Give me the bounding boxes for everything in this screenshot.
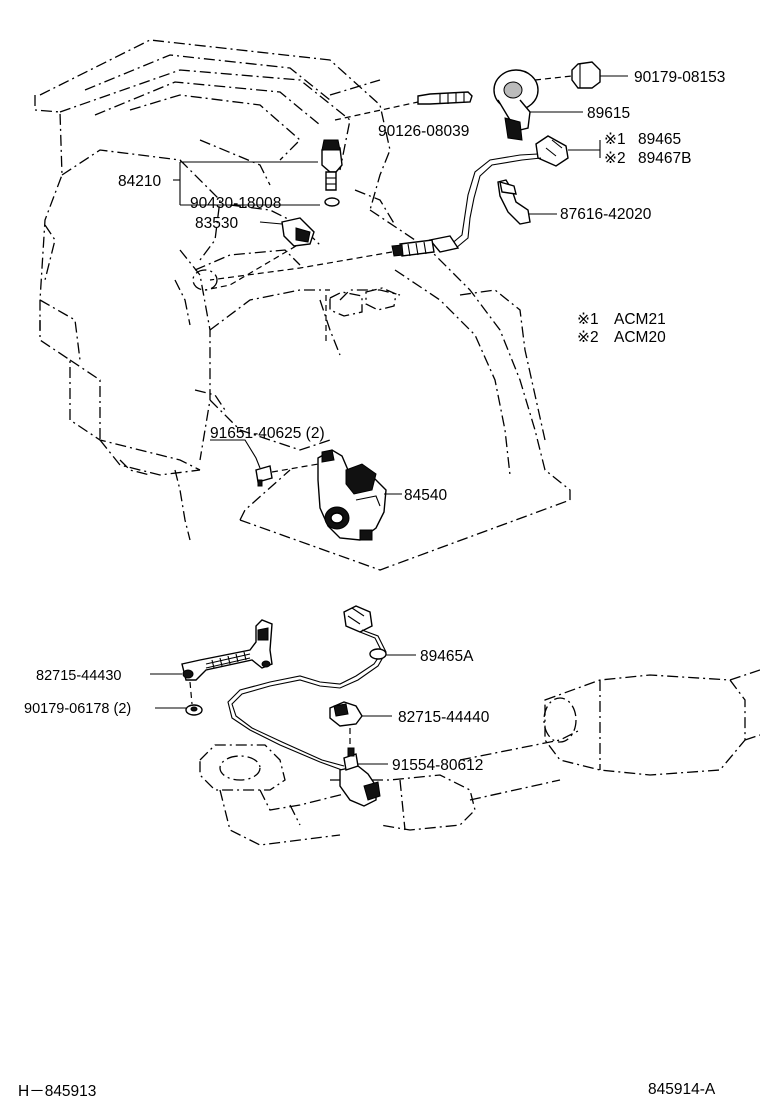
leader-dash [209,251,393,281]
stud-bolt-90126-08039[interactable] [417,91,473,105]
legend-mark-2: ※2 [577,329,599,346]
oxygen-sensor-upper[interactable] [391,135,569,257]
legend-mark-1: ※1 [577,311,599,328]
bolt-91554-80612[interactable] [343,747,359,771]
footer-left-ref: H－845913 [18,1083,96,1100]
label-89615: 89615 [587,105,630,122]
oxygen-sensor-lower-89465a[interactable] [227,605,387,807]
mark-2-89467b: ※2 [604,150,626,167]
neutral-switch-84540[interactable] [317,449,387,541]
label-91651-40625: 91651-40625 (2) [210,425,325,442]
nut-90179-08153[interactable] [571,61,601,89]
exhaust-outline [199,669,760,846]
label-83530: 83530 [195,215,238,232]
leader-dash [189,681,193,705]
gasket-90430-18008[interactable] [324,197,340,207]
nut-90179-06178[interactable] [185,704,203,716]
legend-model-2: ACM20 [614,329,666,346]
leader-dash [204,245,297,291]
sensor-83530[interactable] [281,217,315,247]
label-89465: 89465 [638,131,681,148]
leader-dash [334,101,419,121]
label-82715-44430: 82715-44430 [36,668,121,684]
label-89465a: 89465A [420,648,474,665]
label-89467b: 89467B [638,150,691,167]
leader [259,221,283,225]
engine-outline [34,39,571,571]
knock-sensor-89615[interactable] [493,69,539,141]
oil-port-area [325,287,397,345]
bracket-82715-44430[interactable] [181,619,273,681]
label-90126-08039: 90126-08039 [378,123,469,140]
legend-model-1: ACM21 [614,311,666,328]
label-90179-06178: 90179-06178 (2) [24,701,131,717]
label-90179-08153: 90179-08153 [634,69,725,86]
leader-dash [534,75,573,81]
label-84210: 84210 [118,173,161,190]
footer-right-ref: 845914-A [648,1081,716,1098]
clamp-87616-42020[interactable] [497,179,531,225]
label-84540: 84540 [404,487,447,504]
label-87616-42020: 87616-42020 [560,206,652,223]
label-91554-80612: 91554-80612 [392,757,483,774]
leader [210,439,261,469]
mark-1-89465: ※1 [604,131,626,148]
label-90430-18008: 90430-18008 [190,195,281,212]
clamp-82715-44440[interactable] [329,701,363,727]
leader-bracket [179,161,320,206]
oil-pressure-switch-84210[interactable] [321,139,343,191]
label-82715-44440: 82715-44440 [398,709,490,726]
bolt-91651-40625[interactable] [255,465,273,487]
